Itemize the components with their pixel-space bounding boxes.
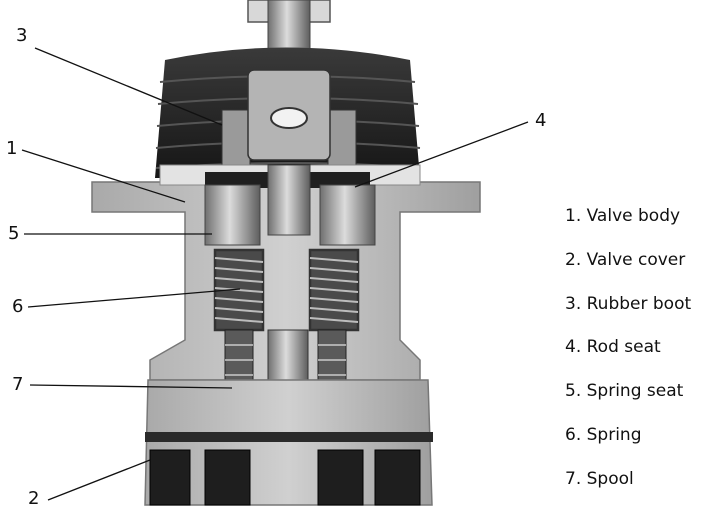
callout-3: 3	[16, 25, 28, 46]
legend-item-spool: 7. Spool	[565, 468, 634, 489]
rod-seats	[204, 164, 376, 246]
legend-item-valve-cover: 2. Valve cover	[565, 249, 686, 270]
callout-7: 7	[12, 374, 24, 395]
legend-item-valve-body: 1. Valve body	[565, 206, 681, 226]
leader-7	[29, 384, 233, 389]
rubber-boot	[155, 47, 421, 178]
springs	[213, 248, 360, 332]
leader-4	[354, 121, 529, 188]
legend-item-spring-seat: 5. Spring seat	[565, 381, 684, 402]
legend-item-rubber-boot: 3. Rubber boot	[565, 293, 692, 314]
leader-1	[21, 149, 186, 203]
leader-6	[27, 288, 241, 308]
leader-3	[34, 47, 223, 126]
leader-2	[47, 459, 151, 501]
legend-item-spring: 6. Spring	[565, 424, 642, 445]
callout-5: 5	[8, 223, 20, 244]
callout-6: 6	[12, 296, 24, 317]
leader-lines	[21, 47, 529, 501]
parts-legend: 1. Valve body 2. Valve cover 3. Rubber b…	[565, 206, 691, 513]
callout-1: 1	[6, 138, 18, 159]
legend-item-rod-seat: 4. Rod seat	[565, 337, 661, 358]
valve-cover	[144, 379, 433, 506]
callout-2: 2	[28, 488, 40, 509]
callout-4: 4	[535, 110, 547, 131]
